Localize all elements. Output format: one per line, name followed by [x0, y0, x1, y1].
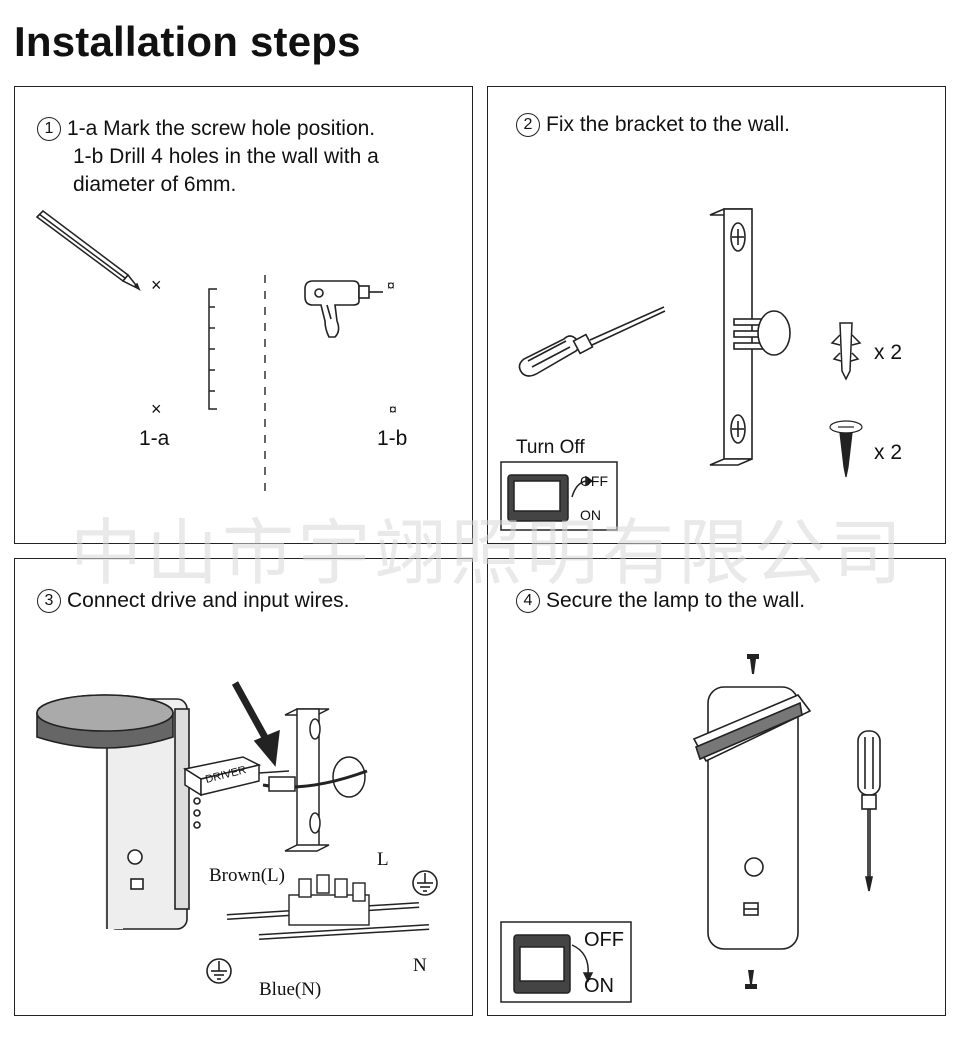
anchor-quantity: x 2 — [874, 341, 903, 364]
step-number: 1 — [37, 117, 61, 141]
step-1-line-1: 1-a Mark the screw hole position. — [67, 117, 376, 140]
screwdriver-icon — [857, 730, 881, 892]
drill-hole-icon: ¤ — [389, 401, 397, 417]
screwdriver-icon — [518, 306, 666, 377]
switch-off-label: OFF — [580, 473, 608, 489]
drill-icon — [304, 280, 383, 338]
neutral-wire-label: N — [413, 955, 427, 976]
step-1-panel: 1 1-a Mark the screw hole position. 1-b D… — [14, 86, 473, 544]
label-1a: 1-a — [139, 427, 170, 450]
step-1-line-3: diameter of 6mm. — [73, 173, 237, 196]
mark-cross-icon: × — [151, 275, 162, 295]
wall-lamp-icon — [692, 686, 812, 950]
ruler-icon — [208, 288, 217, 410]
wall-anchor-icon — [830, 322, 862, 381]
bracket-connector-icon — [262, 708, 368, 852]
power-switch-icon — [500, 461, 618, 531]
live-wire-label: L — [377, 849, 389, 870]
divider-line — [264, 275, 266, 495]
bracket-icon — [709, 208, 791, 466]
ground-icon — [412, 870, 438, 896]
step-2-instructions: 2 Fix the bracket to the wall. — [516, 111, 790, 139]
switch-on-label: ON — [580, 507, 601, 523]
screw-icon — [829, 420, 863, 478]
screw-quantity: x 2 — [874, 441, 903, 464]
step-4-panel: 4 Secure the lamp to the wall. — [487, 558, 946, 1016]
power-switch-icon — [500, 921, 632, 1003]
step-4-instructions: 4 Secure the lamp to the wall. — [516, 587, 805, 615]
down-arrow-icon — [231, 681, 280, 767]
ground-icon — [206, 958, 232, 984]
terminal-block-icon — [226, 874, 430, 940]
wall-lamp-icon — [36, 694, 201, 930]
step-1-line-2: 1-b Drill 4 holes in the wall with a — [73, 145, 379, 168]
switch-on-label: ON — [584, 975, 614, 997]
step-2-panel: 2 Fix the bracket to the wall. — [487, 86, 946, 544]
mark-cross-icon: × — [151, 399, 162, 419]
drill-hole-icon: ¤ — [387, 277, 395, 293]
turn-off-label: Turn Off — [516, 437, 585, 458]
switch-off-label: OFF — [584, 929, 624, 951]
pencil-icon — [35, 210, 141, 292]
step-number: 2 — [516, 113, 540, 137]
screw-icon — [747, 654, 759, 674]
screw-icon — [745, 970, 757, 989]
step-4-text: Secure the lamp to the wall. — [546, 589, 806, 612]
brown-wire-label: Brown(L) — [209, 865, 285, 886]
step-3-text: Connect drive and input wires. — [67, 589, 350, 612]
label-1b: 1-b — [377, 427, 408, 450]
step-2-text: Fix the bracket to the wall. — [546, 113, 790, 136]
step-number: 4 — [516, 589, 540, 613]
step-3-instructions: 3 Connect drive and input wires. — [37, 587, 350, 615]
blue-wire-label: Blue(N) — [259, 979, 322, 1000]
page-title: Installation steps — [14, 18, 361, 65]
driver-box-icon — [183, 756, 290, 797]
step-number: 3 — [37, 589, 61, 613]
step-1-instructions: 1 1-a Mark the screw hole position. 1-b D… — [37, 115, 379, 199]
